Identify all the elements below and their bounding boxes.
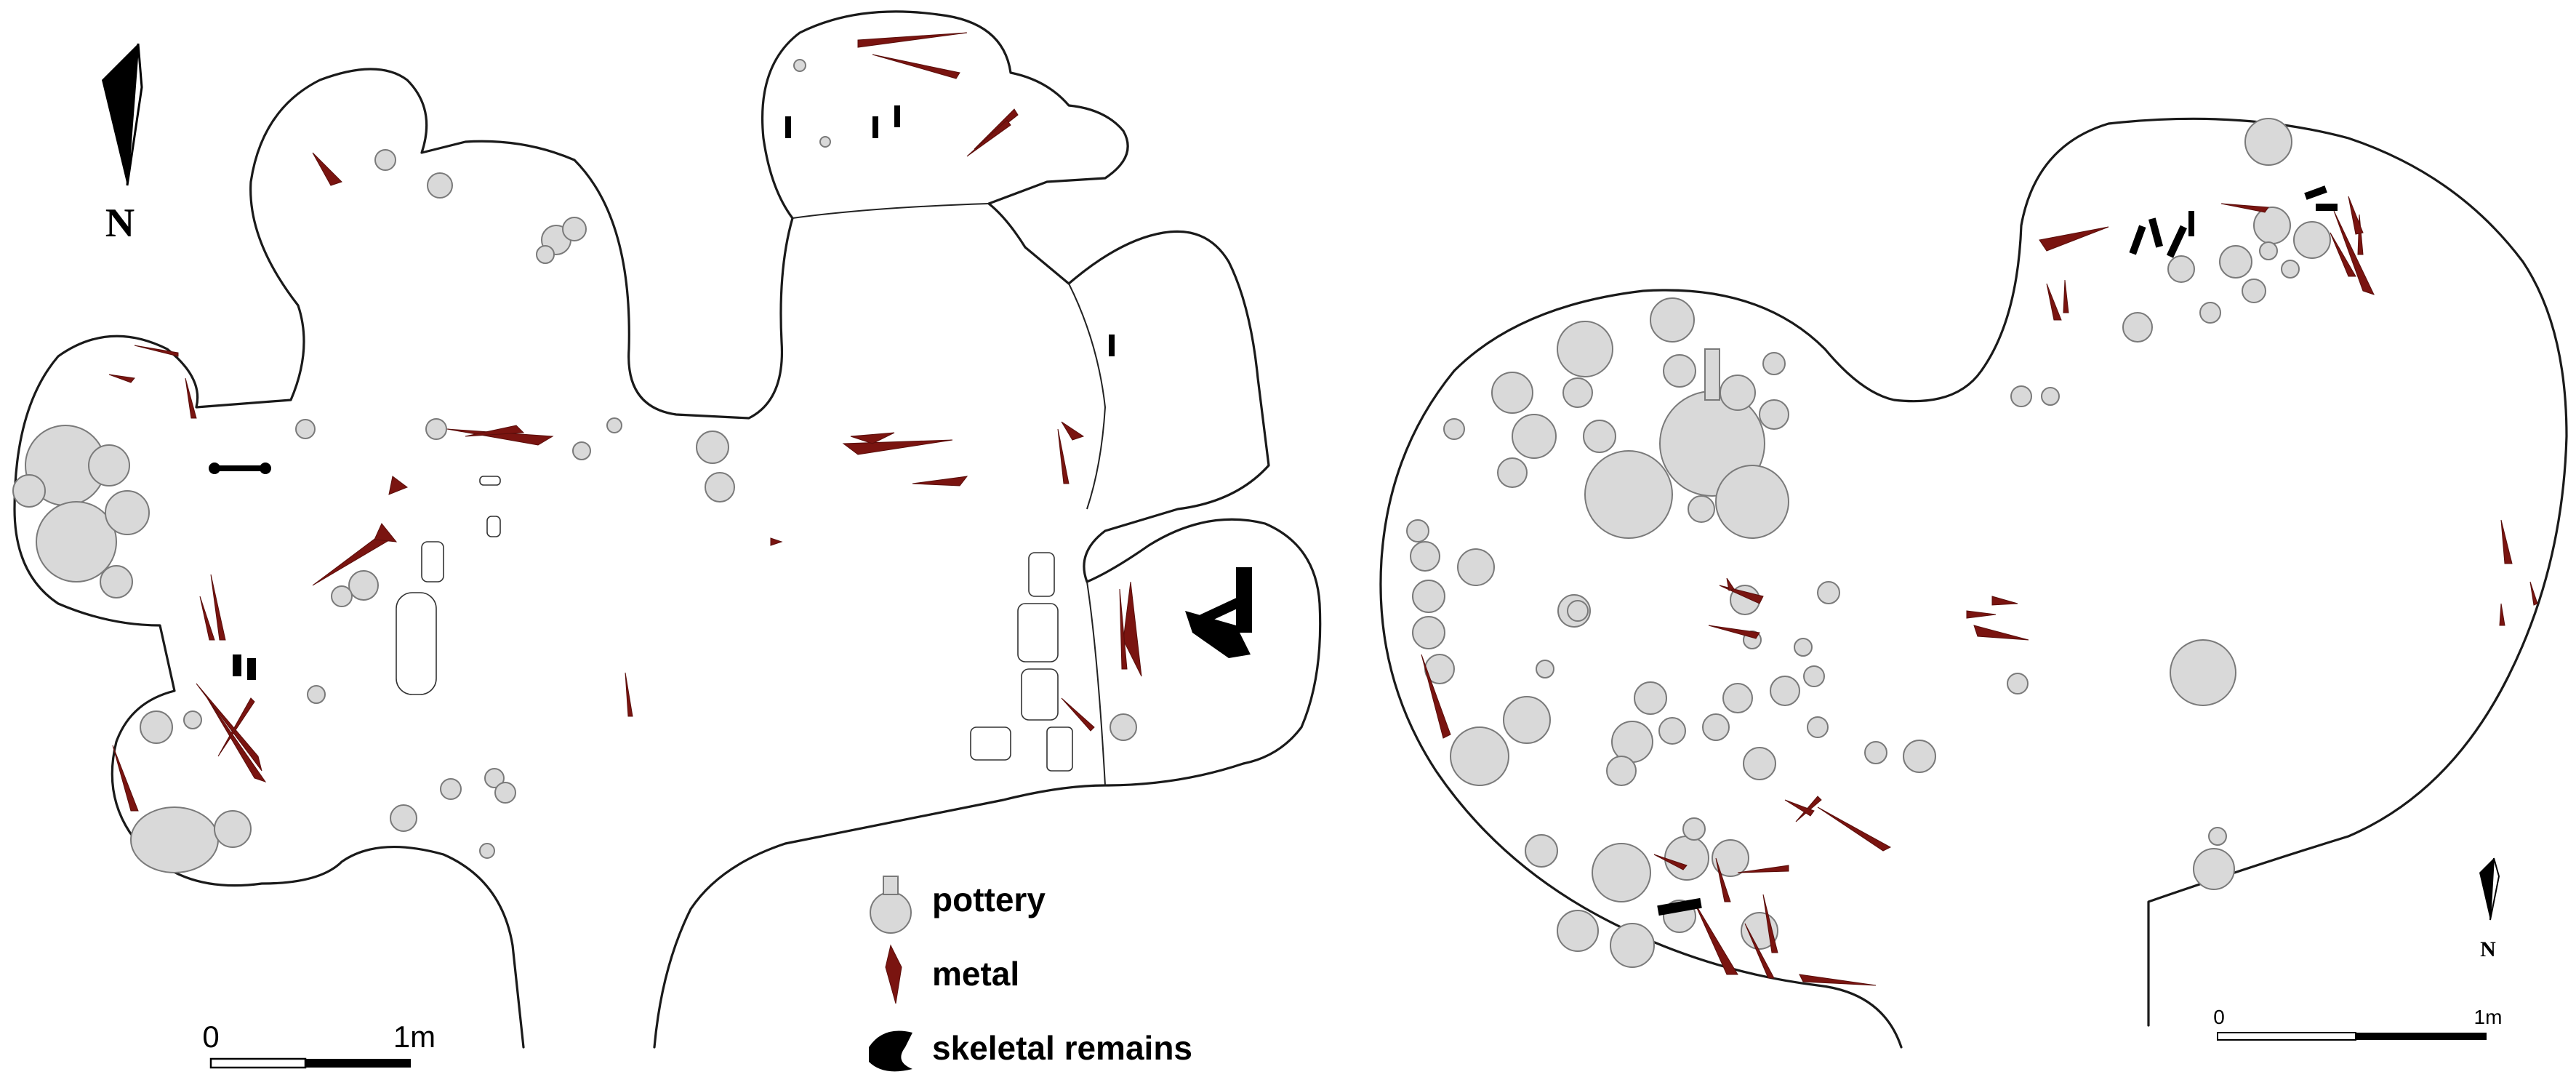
scale-end-label: 1m (393, 1020, 436, 1054)
right-pottery-finds (1406, 118, 2331, 968)
right-tomb-plan: N 0 1m (1379, 117, 2568, 1049)
pottery-icon (870, 892, 912, 934)
legend-item-skeletal: skeletal remains (869, 1029, 1192, 1072)
left-tomb-outline (13, 10, 1322, 1049)
left-chamber-divider (792, 203, 1107, 786)
north-label: N (105, 201, 135, 246)
north-arrow: N (102, 43, 143, 246)
right-skeletal-finds (1657, 185, 2338, 916)
left-pottery-finds (12, 59, 1137, 873)
north-arrow-right: N (2479, 857, 2500, 961)
scale-start-label: 0 (202, 1020, 219, 1054)
left-metal-finds (108, 32, 1142, 812)
right-metal-finds (1421, 196, 2538, 986)
left-skeletal-finds (209, 105, 1252, 680)
left-stone-blocks (396, 476, 1073, 772)
scale-end-label-right: 1m (2474, 1006, 2503, 1028)
metal-icon (885, 944, 902, 1004)
legend-label-metal: metal (932, 955, 1019, 993)
scale-start-label-right: 0 (2213, 1006, 2225, 1028)
left-tomb-plan: N 0 1m (12, 10, 1322, 1069)
scale-bar-right: 0 1m (2213, 1006, 2503, 1041)
legend-item-metal: metal (885, 944, 1019, 1004)
scale-bar: 0 1m (202, 1020, 436, 1069)
bone-icon (869, 1030, 912, 1072)
north-label-right: N (2480, 937, 2496, 961)
legend-item-pottery: pottery (870, 876, 1046, 934)
legend-label-pottery: pottery (932, 881, 1046, 918)
legend: pottery metal skeletal remains (869, 876, 1192, 1072)
right-tomb-outline (1379, 117, 2568, 1049)
legend-label-skeletal: skeletal remains (932, 1029, 1192, 1067)
